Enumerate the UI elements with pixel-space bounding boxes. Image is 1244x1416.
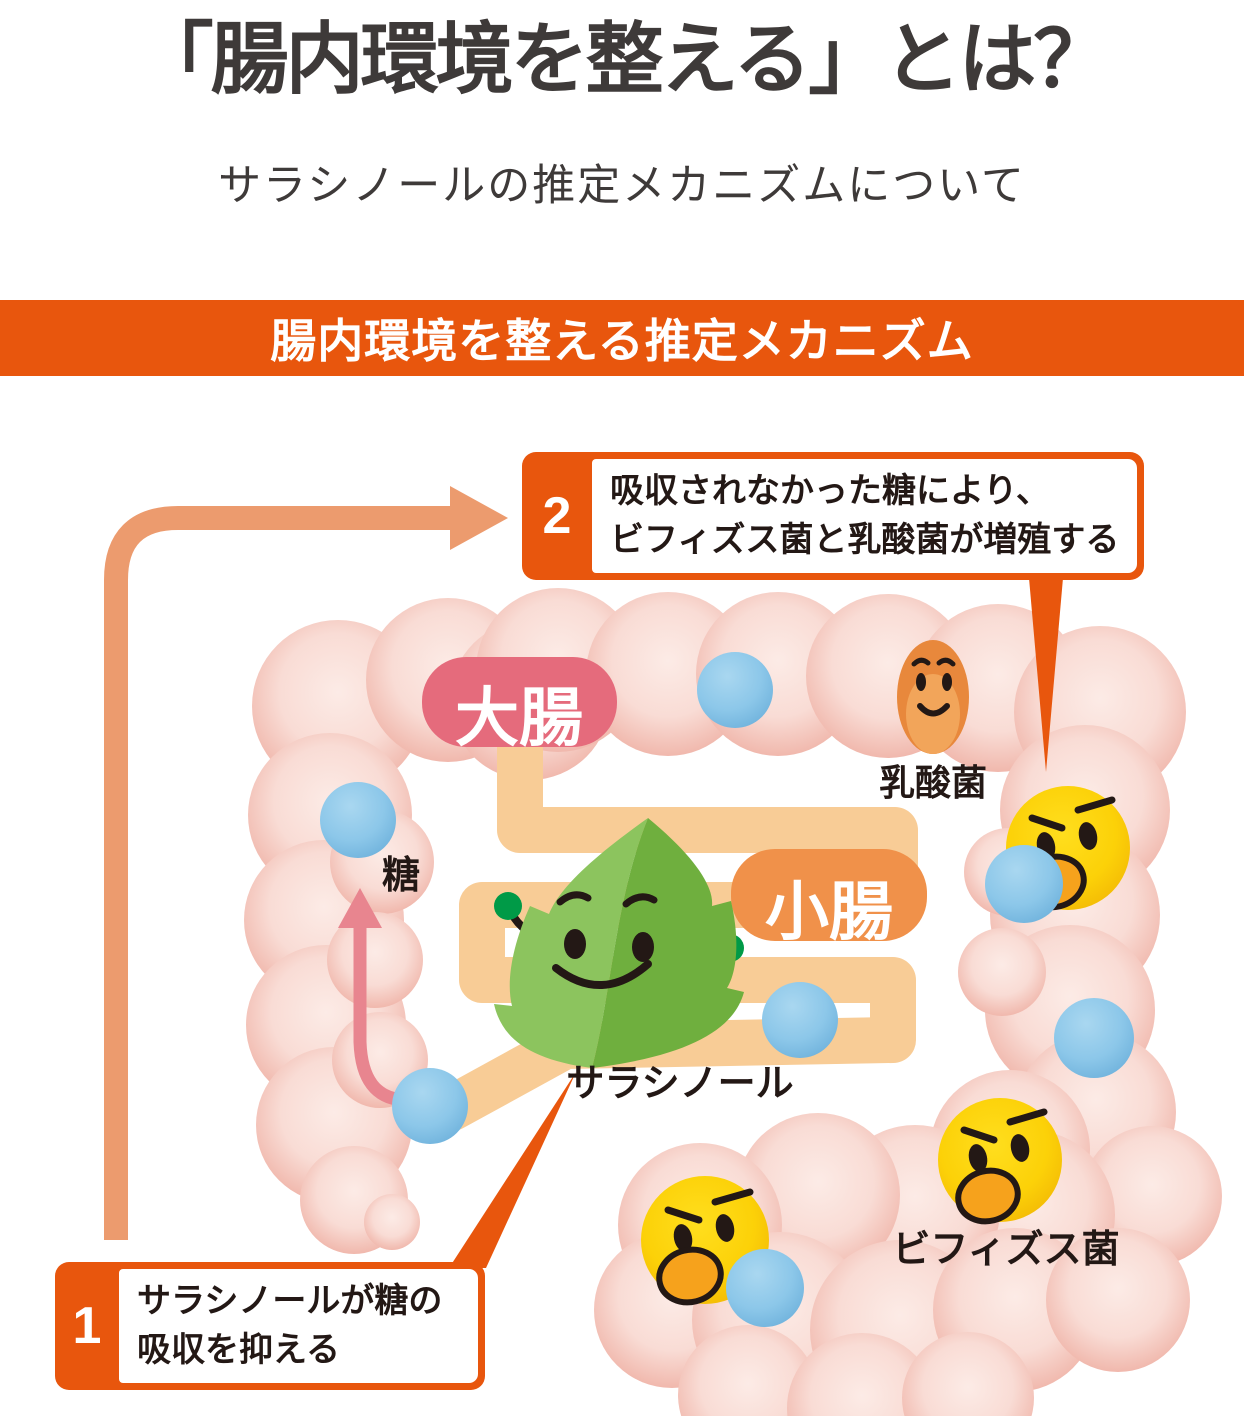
step1-line1: サラシノールが糖の <box>137 1282 443 1320</box>
lactic-acid-bacteria-label: 乳酸菌 <box>879 762 987 803</box>
section-banner: 腸内環境を整える推定メカニズム <box>0 300 1244 376</box>
small-intestine-tube <box>429 722 918 1131</box>
leaf-face <box>552 891 658 990</box>
step2-number: 2 <box>542 487 572 545</box>
large-intestine-badge: 大腸 <box>422 657 617 754</box>
page-title: 「腸内環境を整える」とは？ <box>135 15 1112 103</box>
callout1-pointer <box>449 1072 576 1268</box>
sugar-circle <box>697 652 773 728</box>
sugar-circle <box>320 782 396 858</box>
page-subtitle: サラシノールの推定メカニズムについて <box>218 163 1026 210</box>
section-banner-text: 腸内環境を整える推定メカニズム <box>270 315 974 367</box>
small-intestine-label: 小腸 <box>765 876 893 948</box>
step1-text-box: サラシノールが糖の 吸収を抑える <box>119 1269 478 1383</box>
step1-line2: 吸収を抑える <box>137 1331 340 1369</box>
salacinol-leaf-character <box>494 818 744 1068</box>
callout-step2: 2 吸収されなかった糖により、 ビフィズス菌と乳酸菌が増殖する <box>522 452 1144 580</box>
step2-text-box: 吸収されなかった糖により、 ビフィズス菌と乳酸菌が増殖する <box>592 459 1137 573</box>
flow-arrowhead <box>450 486 508 550</box>
step2-line1: 吸収されなかった糖により、 <box>610 472 1050 510</box>
large-intestine-label: 大腸 <box>455 682 583 754</box>
small-intestine-badge: 小腸 <box>731 849 927 948</box>
bifidobacteria-face-bottom-right <box>938 1098 1062 1225</box>
sugar-circle <box>762 982 838 1058</box>
sugar-circle <box>985 845 1063 923</box>
step1-number: 1 <box>72 1297 102 1355</box>
sugar-circle <box>392 1068 468 1144</box>
leaf-left-hand <box>494 892 522 920</box>
lactic-acid-bacteria-character <box>897 640 969 754</box>
sugar-circle <box>1054 998 1134 1078</box>
sugar-circle <box>726 1249 804 1327</box>
sugar-circles <box>320 652 1134 1327</box>
flow-arrow <box>104 486 508 1240</box>
bifidobacteria-label: ビフィズス菌 <box>892 1228 1119 1271</box>
sugar-label: 糖 <box>382 855 420 897</box>
step2-line2: ビフィズス菌と乳酸菌が増殖する <box>610 521 1120 559</box>
callout2-pointer <box>1029 578 1063 772</box>
salacinol-label: サラシノール <box>566 1063 793 1105</box>
callout-step1: 1 サラシノールが糖の 吸収を抑える <box>55 1262 485 1390</box>
